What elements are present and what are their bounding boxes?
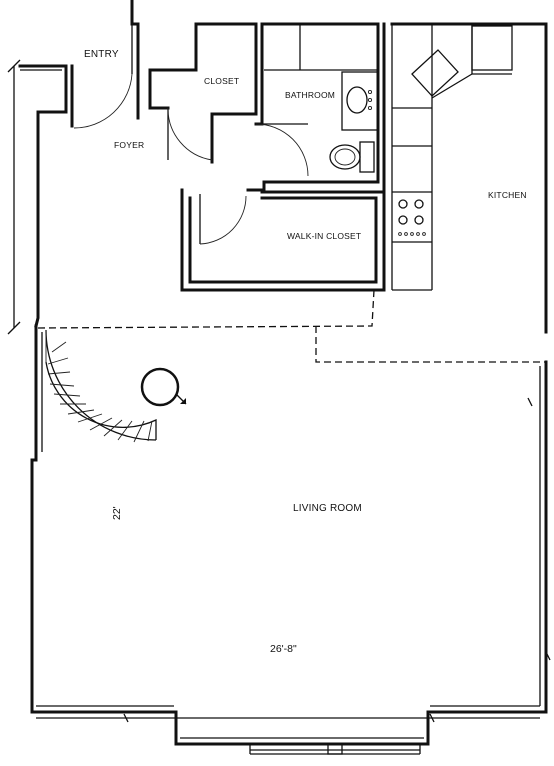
room-label-walk-in-closet: WALK-IN CLOSET <box>287 231 361 241</box>
room-label-bathroom: BATHROOM <box>285 90 335 100</box>
column <box>140 367 187 407</box>
bottom-dimension-line <box>36 397 551 723</box>
toilet <box>329 141 375 173</box>
closet-walls <box>148 22 258 164</box>
cooktop <box>398 199 426 236</box>
foyer-walls <box>18 0 140 328</box>
room-label-foyer: FOYER <box>114 140 144 150</box>
room-label-closet: CLOSET <box>204 76 239 86</box>
room-label-living-room: LIVING ROOM <box>293 503 362 514</box>
dimension-depth: 22' <box>111 506 123 520</box>
room-label-kitchen: KITCHEN <box>488 190 527 200</box>
spiral-staircase <box>45 329 157 443</box>
bathroom-walls <box>246 22 380 192</box>
room-label-entry: ENTRY <box>84 49 119 60</box>
living-room-walls <box>30 324 548 755</box>
left-dimension-line <box>7 59 21 335</box>
dimension-width: 26'-8" <box>270 643 297 655</box>
dashed-division-lines <box>37 289 546 363</box>
sink-vanity <box>341 71 379 131</box>
entry-door <box>73 24 133 129</box>
kitchen-walls <box>382 22 548 334</box>
